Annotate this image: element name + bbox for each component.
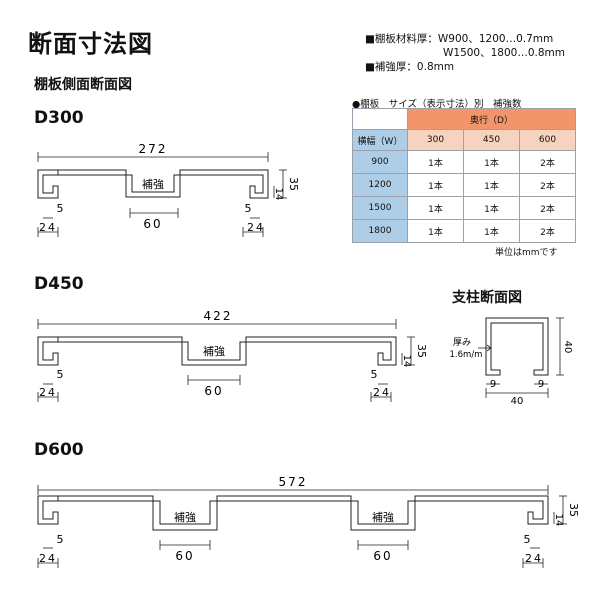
table-cell: 1本 — [407, 173, 464, 197]
d300-lip-left: 24 — [39, 221, 57, 234]
width-cell: 1200 — [352, 173, 408, 197]
width-cell: 900 — [352, 150, 408, 174]
table-cell: 2本 — [518, 150, 577, 174]
d600-reinforce-label-left: 補強 — [174, 511, 196, 524]
d600-lip-height: 14 — [553, 514, 564, 527]
table-cell: 1本 — [463, 173, 520, 197]
depth-600: 600 — [518, 129, 577, 151]
pillar-section — [485, 317, 549, 376]
d600-label: D600 — [34, 440, 84, 460]
d600-height: 35 — [567, 503, 580, 517]
table-cell: 1本 — [463, 196, 520, 220]
d600-flange-right: 5 — [524, 533, 531, 546]
d300-reinforce-label: 補強 — [142, 178, 164, 191]
table-cell: 2本 — [518, 219, 577, 243]
depth-450: 450 — [463, 129, 520, 151]
page-title: 断面寸法図 — [28, 30, 153, 58]
depth-300: 300 — [407, 129, 464, 151]
pillar-title: 支柱断面図 — [452, 290, 522, 306]
section-subtitle: 棚板側面断面図 — [34, 77, 132, 93]
spec-line-thickness-large: W1500、1800…0.8mm — [443, 47, 565, 59]
d600-reinforce-label-right: 補強 — [372, 511, 394, 524]
spec-line-thickness: ■棚板材料厚：W900、1200…0.7mm — [365, 33, 554, 45]
d600-dimensions — [37, 485, 567, 568]
d450-lip-left: 24 — [39, 386, 57, 399]
pillar-thickness-value: 1.6m/m — [450, 350, 483, 360]
table-cell: 1本 — [407, 219, 464, 243]
d600-reinforce-width-right: 60 — [373, 549, 392, 563]
table-cell: 2本 — [518, 173, 577, 197]
table-row: 1800 1本 1本 2本 — [352, 219, 577, 243]
d600-lip-right: 24 — [525, 552, 543, 565]
d300-label: D300 — [34, 108, 84, 128]
d450-label: D450 — [34, 274, 84, 294]
table-cell: 1本 — [407, 150, 464, 174]
d600-total-width: 572 — [279, 475, 308, 489]
d300-height: 35 — [287, 177, 300, 191]
d450-lip-right: 24 — [373, 386, 391, 399]
table-cell: 1本 — [463, 150, 520, 174]
d450-reinforce-label: 補強 — [203, 345, 225, 358]
d300-flange-right: 5 — [245, 202, 252, 215]
table-cell: 1本 — [407, 196, 464, 220]
d300-lip-height: 14 — [273, 188, 284, 201]
d450-flange-right: 5 — [371, 368, 378, 381]
d450-dimensions — [37, 319, 415, 402]
d300-flange-left: 5 — [57, 202, 64, 215]
table-row: 1200 1本 1本 2本 — [352, 173, 577, 197]
d450-flange-left: 5 — [57, 368, 64, 381]
unit-note: 単位はmmです — [495, 248, 558, 258]
width-cell: 1800 — [352, 219, 408, 243]
d450-total-width: 422 — [204, 309, 233, 323]
d450-reinforce-width: 60 — [204, 384, 223, 398]
pillar-thickness-label: 厚み — [453, 337, 471, 348]
width-cell: 1500 — [352, 196, 408, 220]
depth-header: 奥行（D） — [406, 108, 577, 130]
d300-total-width: 272 — [139, 142, 168, 156]
table-cell: 1本 — [463, 219, 520, 243]
pillar-dimensions — [478, 317, 564, 398]
pillar-width: 40 — [511, 396, 524, 407]
pillar-opening-left: 9 — [490, 379, 496, 390]
d300-shelf-section — [37, 169, 269, 199]
d300-lip-right: 24 — [247, 221, 265, 234]
d450-shelf-section — [37, 336, 397, 366]
d300-reinforce-width: 60 — [143, 217, 162, 231]
table-row: 900 1本 1本 2本 — [352, 150, 577, 174]
d300-dimensions — [37, 152, 287, 237]
d450-lip-height: 14 — [401, 355, 412, 368]
reinforcement-table: 奥行（D） 横幅（W） 300 450 600 900 1本 1本 2本 120… — [352, 108, 577, 243]
d600-reinforce-width-left: 60 — [175, 549, 194, 563]
d600-lip-left: 24 — [39, 552, 57, 565]
d600-flange-left: 5 — [57, 533, 64, 546]
spec-line-reinforce: ■補強厚：0.8mm — [365, 61, 455, 73]
pillar-height: 40 — [562, 341, 573, 354]
d450-height: 35 — [415, 344, 428, 358]
material-spec: ■棚板材料厚：W900、1200…0.7mm W1500、1800…0.8mm … — [365, 32, 565, 74]
table-caption: ●棚板 サイズ（表示寸法）別 補強数 — [352, 99, 522, 110]
d600-shelf-section — [37, 495, 549, 531]
pillar-opening-right: 9 — [538, 379, 544, 390]
table-row: 1500 1本 1本 2本 — [352, 196, 577, 220]
